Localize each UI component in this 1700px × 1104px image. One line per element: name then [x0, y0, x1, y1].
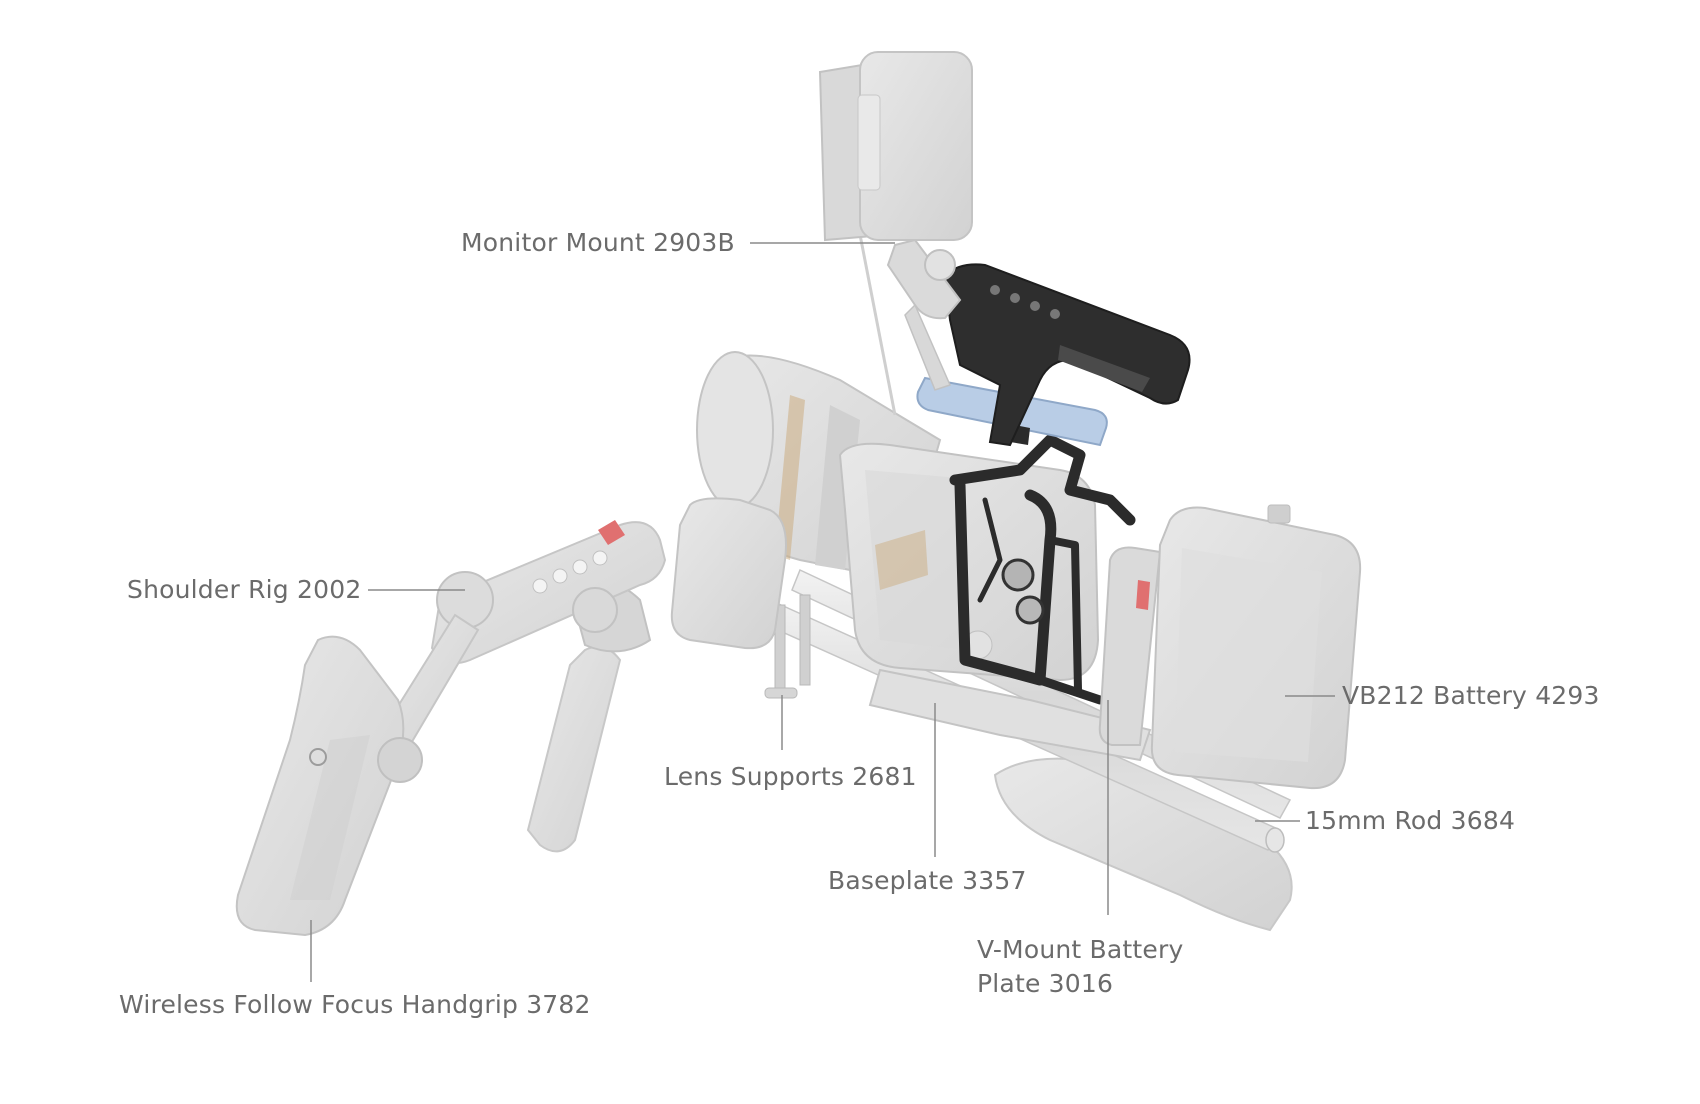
- baseplate: [868, 668, 1152, 762]
- label-lens-supports: Lens Supports 2681: [664, 762, 917, 791]
- label-monitor-mount: Monitor Mount 2903B: [461, 228, 735, 257]
- shoulder-rig-arm: [376, 520, 667, 764]
- vb212-battery: [1150, 504, 1362, 790]
- vmount-battery-plate: [1098, 546, 1162, 746]
- label-vb212-battery: VB212 Battery 4293: [1342, 681, 1600, 710]
- leader-lines: [310, 242, 1335, 982]
- label-vmount-line1: V-Mount Battery: [977, 935, 1184, 964]
- follow-focus-handgrip: [235, 635, 423, 937]
- label-15mm-rod: 15mm Rod 3684: [1305, 806, 1516, 835]
- label-vmount-line2: Plate 3016: [977, 969, 1114, 998]
- lens-supports: [764, 594, 811, 699]
- top-handle: [943, 263, 1191, 447]
- label-baseplate: Baseplate 3357: [828, 866, 1027, 895]
- monitor: [818, 51, 973, 242]
- label-shoulder-rig: Shoulder Rig 2002: [127, 575, 362, 604]
- focus-motor: [670, 497, 787, 650]
- camera-cage: [949, 434, 1136, 705]
- label-vmount-battery-plate: V-Mount Battery Plate 3016: [977, 933, 1184, 1001]
- label-handgrip: Wireless Follow Focus Handgrip 3782: [119, 990, 591, 1019]
